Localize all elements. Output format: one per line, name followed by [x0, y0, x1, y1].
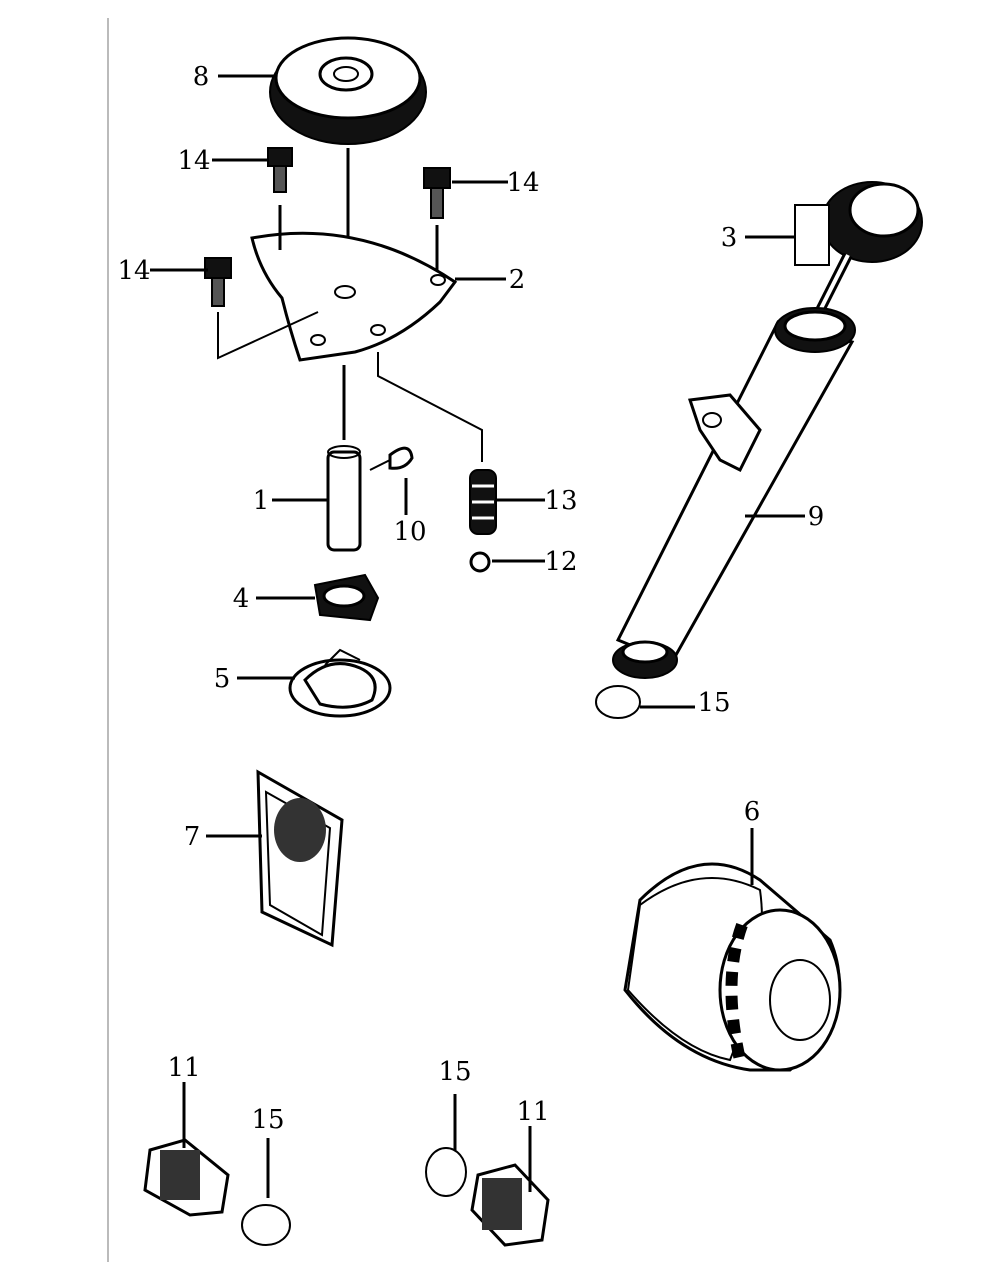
callout-15b: 15 — [251, 1105, 284, 1135]
key-part-10 — [388, 446, 414, 470]
callout-12: 12 — [544, 547, 577, 577]
callout-2: 2 — [509, 265, 526, 295]
cover-plate-part-2 — [250, 231, 458, 362]
bolt-part-14a — [267, 147, 293, 193]
outer-rotor-part-5 — [288, 648, 392, 718]
leader-13-path — [377, 352, 483, 462]
callout-8: 8 — [193, 62, 210, 92]
callout-3: 3 — [721, 223, 738, 253]
callout-6: 6 — [744, 797, 761, 827]
spring-part-13 — [469, 469, 497, 535]
callout-10: 10 — [393, 517, 426, 547]
gear-part-8 — [269, 36, 427, 145]
strainer-screen-part-7 — [256, 769, 344, 948]
filler-tube-part-9 — [612, 307, 856, 679]
callout-1: 1 — [253, 486, 270, 516]
callout-11b: 11 — [516, 1097, 549, 1127]
drain-plug-part-11b — [470, 1163, 550, 1247]
oring-part-15b — [241, 1204, 291, 1246]
callout-5: 5 — [214, 664, 231, 694]
bolt-part-14c — [204, 257, 232, 307]
callout-15a: 15 — [697, 688, 730, 718]
callout-13: 13 — [544, 486, 577, 516]
callout-11a: 11 — [167, 1053, 200, 1083]
callout-14a: 14 — [177, 146, 210, 176]
shaft-part-1 — [326, 445, 362, 552]
oil-filter-part-6 — [623, 862, 842, 1072]
leader-14c-shaft — [217, 311, 319, 360]
ball-part-12 — [469, 551, 491, 573]
callout-15c: 15 — [438, 1057, 471, 1087]
oring-part-15c — [425, 1147, 467, 1197]
callout-14c: 14 — [117, 256, 150, 286]
drain-plug-part-11a — [143, 1138, 230, 1217]
oring-part-15a — [595, 685, 641, 719]
bolt-part-14b — [423, 167, 451, 219]
inner-rotor-part-4 — [313, 573, 380, 622]
callout-7: 7 — [184, 822, 201, 852]
callout-4: 4 — [233, 584, 250, 614]
bracket-3 — [794, 204, 830, 266]
callout-14b: 14 — [506, 168, 539, 198]
callout-9: 9 — [808, 502, 825, 532]
